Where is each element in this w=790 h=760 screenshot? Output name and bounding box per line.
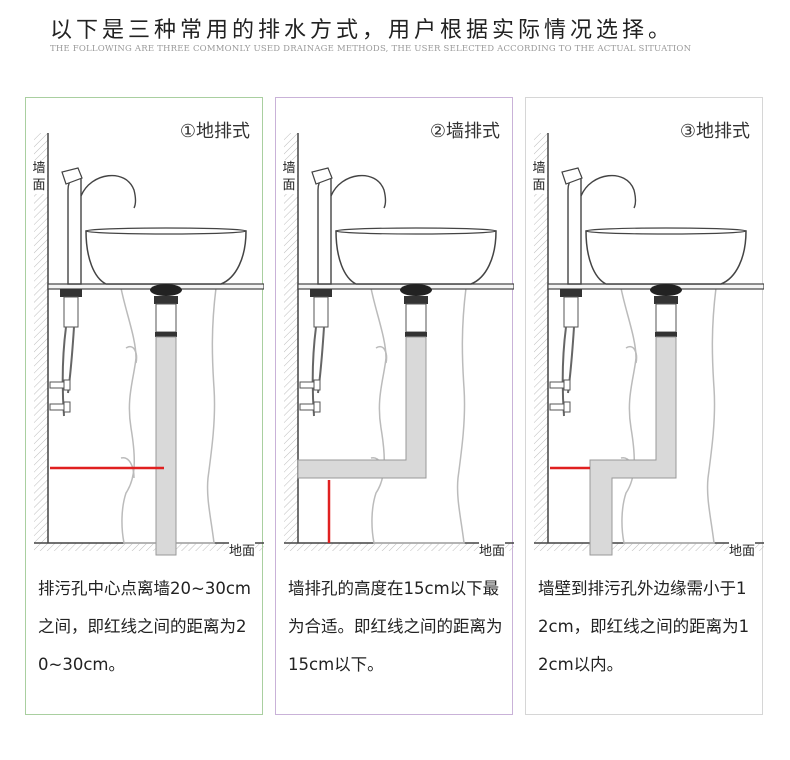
faucet-nut <box>60 289 82 297</box>
wall-label: 墙面 <box>281 160 297 194</box>
drain-thread <box>405 303 427 333</box>
angle-valve <box>49 381 65 389</box>
drain-nut <box>404 296 428 304</box>
faucet-body <box>317 175 332 285</box>
angle-valve <box>549 381 565 389</box>
angle-valve <box>313 379 321 391</box>
drain-pipe <box>155 336 177 556</box>
panel-wall-drain: ②墙排式 墙面 地面 墙排孔的高度在15cm以下最为合适。即红线之间的距离为15… <box>275 97 514 715</box>
faucet-nut <box>560 289 582 297</box>
faucet-thread <box>313 296 329 328</box>
pedestal <box>120 287 217 544</box>
page-title: 以下是三种常用的排水方式，用户根据实际情况选择。 <box>50 18 675 43</box>
drain-nut <box>155 332 177 337</box>
pedestal-curve <box>125 346 138 364</box>
floor-label: 地面 <box>478 540 505 559</box>
panel-description: 墙排孔的高度在15cm以下最为合适。即红线之间的距离为15cm以下。 <box>288 579 503 674</box>
angle-valve <box>563 401 571 413</box>
faucet-spout <box>580 174 637 209</box>
basin <box>335 230 497 285</box>
drain-nut <box>154 296 178 304</box>
wall-hatch <box>34 133 48 543</box>
drain-thread <box>655 303 677 333</box>
angle-valve <box>299 381 315 389</box>
drain-nut <box>655 332 677 337</box>
wall-label: 墙面 <box>31 160 47 194</box>
faucet-nut <box>310 289 332 297</box>
angle-valve <box>63 401 71 413</box>
page-subtitle: THE FOLLOWING ARE THREE COMMONLY USED DR… <box>50 44 692 54</box>
floor-hatch <box>534 543 764 551</box>
basin-rim <box>585 227 747 235</box>
drain-pipe <box>589 336 677 556</box>
wall-label: 墙面 <box>531 160 547 194</box>
pedestal <box>620 287 717 544</box>
drain-nut <box>405 332 427 337</box>
faucet-thread <box>63 296 79 328</box>
faucet-handle <box>61 167 83 185</box>
floor-hatch <box>284 543 514 551</box>
panel-description: 墙壁到排污孔外边缘需小于12cm，即红线之间的距离为12cm以内。 <box>538 579 750 674</box>
angle-valve <box>563 379 571 391</box>
drain-plug <box>150 284 182 296</box>
panel-title: ②墙排式 <box>429 121 500 142</box>
basin-rim <box>85 227 247 235</box>
faucet-handle <box>311 167 333 185</box>
angle-valve <box>313 401 321 413</box>
angle-valve <box>299 403 315 411</box>
diagram-floor-drain-1 <box>34 133 264 556</box>
panel-floor-drain-3: ③地排式 墙面 地面 墙壁到排污孔外边缘需小于12cm，即红线之间的距离为12c… <box>525 97 764 715</box>
faucet-handle <box>561 167 583 185</box>
panel-title: ①地排式 <box>179 121 250 142</box>
drain-nut <box>654 296 678 304</box>
basin-rim <box>335 227 497 235</box>
diagram-floor-drain-3 <box>534 133 764 556</box>
pedestal-curve <box>120 457 135 479</box>
panel-description: 排污孔中心点离墙20~30cm之间，即红线之间的距离为20~30cm。 <box>38 579 251 674</box>
wall-hatch <box>534 133 548 543</box>
pedestal-curve <box>375 346 388 364</box>
drain-pipe <box>297 336 427 479</box>
diagram-wall-drain <box>284 133 514 551</box>
basin <box>585 230 747 285</box>
panel-title: ③地排式 <box>679 121 750 142</box>
pedestal <box>370 287 467 544</box>
pedestal-curve <box>625 346 638 364</box>
faucet-spout <box>330 174 387 209</box>
faucet-thread <box>563 296 579 328</box>
drain-plug <box>650 284 682 296</box>
floor-label: 地面 <box>728 540 755 559</box>
angle-valve <box>63 379 71 391</box>
floor-label: 地面 <box>228 540 255 559</box>
faucet-spout <box>80 174 137 209</box>
basin <box>85 230 247 285</box>
faucet-body <box>567 175 582 285</box>
drain-plug <box>400 284 432 296</box>
angle-valve <box>549 403 565 411</box>
wall-hatch <box>284 133 298 543</box>
angle-valve <box>49 403 65 411</box>
panel-floor-drain-1: ①地排式 墙面 地面 排污孔中心点离墙20~30cm之间，即红线之间的距离为20… <box>25 97 264 715</box>
drain-thread <box>155 303 177 333</box>
faucet-body <box>67 175 82 285</box>
floor-hatch <box>34 543 264 551</box>
